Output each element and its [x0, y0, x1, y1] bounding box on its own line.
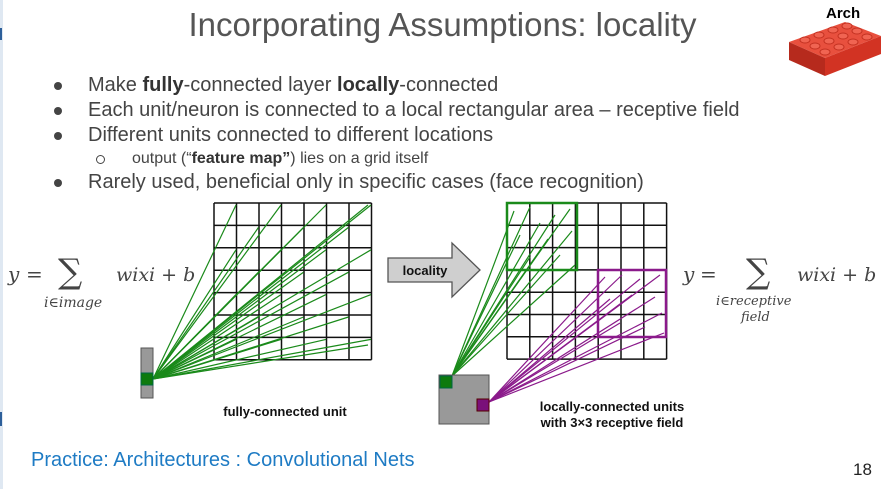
svg-text:wixi + b: wixi + b	[797, 264, 876, 286]
svg-text:wixi + b: wixi + b	[116, 264, 195, 286]
bullet-dot	[54, 107, 62, 115]
edge-marker-top	[0, 28, 2, 40]
svg-text:locality: locality	[403, 263, 449, 278]
svg-text:=: =	[700, 262, 717, 286]
svg-text:∑: ∑	[58, 252, 82, 292]
svg-text:∑: ∑	[746, 252, 770, 292]
fully-connected-unit	[140, 372, 154, 386]
purple-output-unit	[476, 398, 490, 412]
bullet-list: Make fully-connected layer locally-conne…	[50, 73, 740, 195]
footer-link[interactable]: Practice: Architectures : Convolutional …	[31, 449, 415, 471]
svg-text:field: field	[740, 310, 770, 325]
svg-text:y: y	[7, 262, 20, 286]
lego-brick-icon	[789, 22, 881, 76]
caption-locally-connected-1: locally-connected units	[540, 399, 684, 414]
bullet-dot	[54, 132, 62, 140]
bullet-dot	[54, 82, 62, 90]
svg-text:=: =	[26, 262, 43, 286]
bullet-4: Rarely used, beneficial only in specific…	[50, 170, 740, 195]
arch-badge: Arch	[826, 5, 861, 22]
formula-left: y = ∑ i∈image wixi + b	[7, 252, 195, 311]
sub-bullet-ring	[96, 155, 105, 164]
green-output-unit	[439, 375, 453, 389]
bullet-3: Different units connected to different l…	[50, 123, 740, 148]
svg-text:i∈receptive: i∈receptive	[716, 294, 792, 309]
bullet-2: Each unit/neuron is connected to a local…	[50, 98, 740, 123]
svg-text:y: y	[682, 262, 695, 286]
page-number: 18	[853, 460, 872, 479]
input-grid-left	[213, 202, 373, 361]
formula-right: y = ∑ i∈receptive field wixi + b	[682, 252, 876, 325]
local-connections-purple	[488, 274, 665, 403]
locality-arrow: locality	[387, 241, 481, 299]
slide-left-edge	[0, 0, 3, 489]
bullet-1: Make fully-connected layer locally-conne…	[50, 73, 740, 98]
sub-bullet-1: output (“feature map”) lies on a grid it…	[50, 148, 740, 170]
caption-fully-connected: fully-connected unit	[223, 404, 347, 419]
locality-diagram: y = ∑ i∈image wixi + b fully-connected u…	[7, 201, 876, 430]
caption-locally-connected-2: with 3×3 receptive field	[540, 415, 684, 430]
full-connections	[152, 204, 372, 380]
local-connections-green	[451, 206, 576, 377]
receptive-field-green	[505, 201, 579, 272]
edge-marker-bottom	[0, 412, 2, 426]
svg-text:i∈image: i∈image	[44, 295, 102, 311]
slide-title: Incorporating Assumptions: locality	[188, 6, 697, 43]
bullet-dot	[54, 179, 62, 187]
receptive-field-purple	[596, 268, 668, 339]
